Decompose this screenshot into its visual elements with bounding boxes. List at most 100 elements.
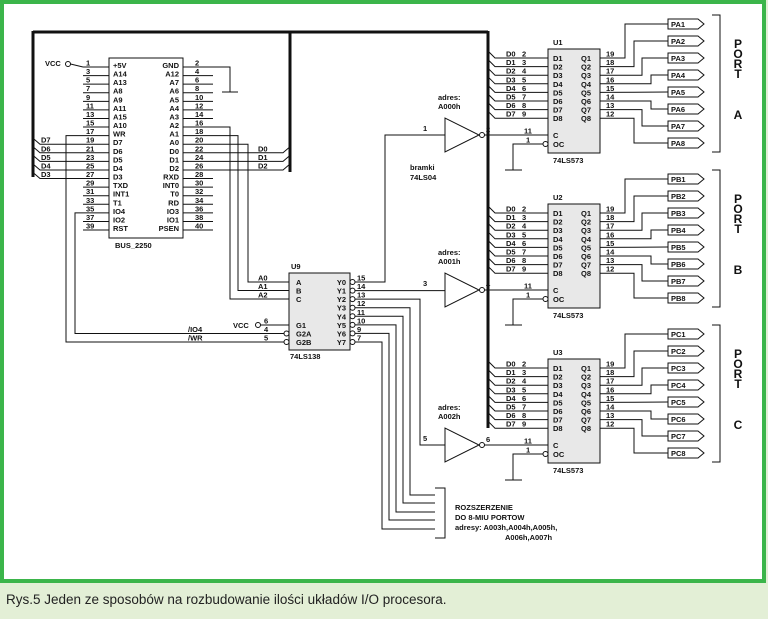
pin-number: 9 (522, 265, 526, 274)
pin-number: 25 (86, 161, 94, 170)
pin-number: 11 (524, 127, 532, 136)
pin-number: 2 (486, 125, 490, 134)
latch-input-wire (487, 102, 548, 111)
data-net-wire (213, 155, 291, 162)
port-output-wire (600, 212, 668, 231)
pin-number: 5 (86, 76, 90, 85)
pin-number: 27 (86, 170, 94, 179)
port-output-wire (600, 350, 668, 378)
pin-number: 14 (606, 403, 615, 412)
port-line-label: PC4 (671, 381, 686, 390)
port-output-wire (600, 264, 668, 282)
port-line-label: PA7 (671, 122, 685, 131)
pin-label: Q8 (581, 114, 591, 123)
pin-label: WR (113, 130, 126, 139)
net-label: D3 (41, 170, 51, 179)
latch-input-wire (487, 395, 548, 403)
port-output-wire (600, 367, 668, 386)
port-output-wire (600, 40, 668, 68)
inversion-bubble (479, 442, 485, 448)
pin-label: A4 (169, 104, 179, 113)
decoder-output-wire (355, 341, 435, 530)
port-connector (667, 292, 705, 304)
pin-number: 23 (86, 153, 94, 162)
pin-label: A3 (169, 112, 179, 121)
pin-label: GND (162, 61, 179, 70)
pin-number: 16 (195, 119, 203, 128)
pin-label: D1 (553, 209, 563, 218)
pin-number: 26 (195, 161, 203, 170)
pin-label: Q7 (581, 261, 591, 270)
port-line-label: PC5 (671, 398, 686, 407)
net-label: D4 (506, 239, 516, 248)
pin-number: 22 (195, 144, 203, 153)
pin-label: Q5 (581, 88, 591, 97)
pin-label: C (553, 286, 559, 295)
pin-number: 35 (86, 204, 94, 213)
port-connector (667, 207, 705, 219)
pin-number: 21 (86, 144, 94, 153)
latch-input-wire (487, 59, 548, 68)
port-connector (667, 103, 705, 115)
port-output-wire (600, 333, 668, 369)
pin-label: A0 (169, 138, 179, 147)
pin-number: 34 (195, 196, 204, 205)
latch-input-wire (487, 265, 548, 274)
latch-input-wire (487, 369, 548, 378)
pin-label: D1 (553, 364, 563, 373)
pin-number: 18 (606, 368, 614, 377)
pin-number: 3 (423, 279, 427, 288)
port-line-label: PA8 (671, 139, 685, 148)
vcc-terminal (65, 61, 71, 67)
pin-label: IO2 (113, 215, 125, 224)
decoder-chip (288, 272, 351, 351)
pin-label: C (553, 131, 559, 140)
pin-label: Q6 (581, 252, 591, 261)
pin-number: 10 (195, 93, 203, 102)
port-letter: C (734, 418, 743, 432)
inversion-bubble (349, 338, 356, 345)
pin-label: Q2 (581, 373, 591, 382)
chip-type: 74LS573 (553, 466, 583, 475)
pin-label: IO3 (167, 207, 179, 216)
pin-label: OC (553, 140, 565, 149)
expansion-bracket (435, 487, 446, 539)
pin-number: 16 (606, 75, 614, 84)
pin-number: 1 (423, 124, 427, 133)
pin-label: A11 (113, 104, 126, 113)
wire (70, 63, 84, 68)
port-connector (667, 137, 705, 149)
pin-label: D7 (553, 416, 563, 425)
net-label: D1 (258, 153, 268, 162)
pin-number: 8 (522, 101, 526, 110)
decoder-output-wire (355, 332, 435, 521)
pin-number: 4 (522, 67, 527, 76)
port-connector (667, 35, 705, 47)
port-line-label: PA5 (671, 88, 685, 97)
pin-label: D5 (553, 243, 563, 252)
pin-number: 19 (86, 136, 94, 145)
address-value: A001h (438, 257, 461, 266)
pin-number: 10 (357, 316, 365, 325)
address-wire (213, 143, 289, 283)
pin-label: A14 (113, 70, 128, 79)
net-label: D4 (506, 84, 516, 93)
chip-name: U2 (553, 193, 563, 202)
pin-number: 40 (195, 222, 203, 231)
pin-number: 36 (195, 204, 203, 213)
port-output-wire (600, 229, 668, 240)
pin-label: C (553, 441, 559, 450)
pin-label: D3 (553, 381, 563, 390)
pin-number: 2 (522, 205, 526, 214)
latch-input-wire (487, 85, 548, 93)
port-line-label: PA3 (671, 54, 685, 63)
latch-input-wire (487, 231, 548, 240)
address-label: adres: (438, 403, 461, 412)
port-output-wire (600, 74, 668, 85)
pin-number: 6 (195, 76, 199, 85)
pin-label: D1 (553, 54, 563, 63)
chip-type: 74LS138 (290, 352, 320, 361)
pin-label: D6 (553, 252, 563, 261)
pin-label: Q8 (581, 269, 591, 278)
port-title-letter: T (734, 222, 742, 236)
